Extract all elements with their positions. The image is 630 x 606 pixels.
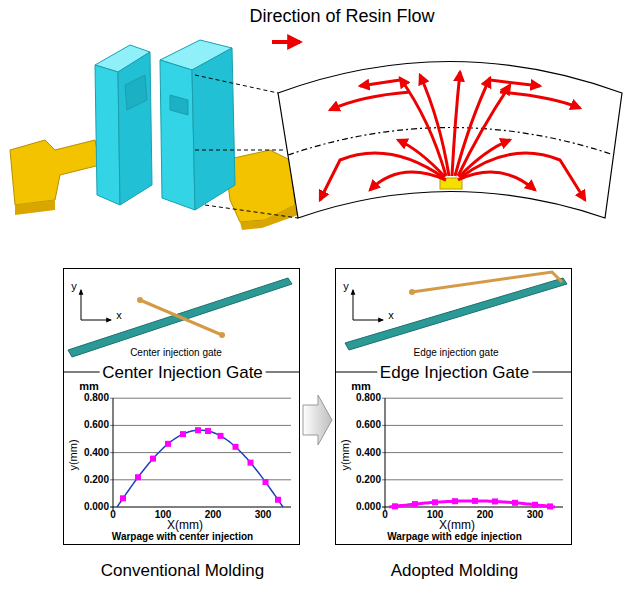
- tick-label: 0.600: [356, 420, 381, 432]
- unit-label: mm: [351, 380, 371, 393]
- tick-label: 0.200: [356, 474, 381, 486]
- axis-title: y(mm): [339, 439, 352, 470]
- tick-label: 0.000: [84, 501, 109, 513]
- axis-title: y(mm): [67, 439, 80, 470]
- axis-title: X(mm): [439, 519, 475, 533]
- panel-heading: Center Injection Gate: [99, 363, 266, 383]
- tick-label: 0.800: [356, 392, 381, 404]
- block-arrow: [303, 395, 332, 445]
- unit-label: mm: [79, 380, 99, 393]
- tick-label: 0.200: [84, 474, 109, 486]
- axis-letter: x: [388, 309, 394, 322]
- tick-label: 300: [255, 509, 272, 521]
- gate-note: Center injection gate: [130, 347, 222, 359]
- gate-note: Edge injection gate: [413, 347, 498, 359]
- tick-label: 0: [382, 509, 388, 521]
- tick-label: 0.000: [356, 501, 381, 513]
- chart-title: Warpage with edge injection: [387, 531, 522, 543]
- zoomed-section: [278, 62, 622, 219]
- tick-label: 0.800: [84, 392, 109, 404]
- chart-title: Warpage with center injection: [112, 531, 253, 543]
- resin-flow-arrows: [320, 72, 585, 200]
- tick-label: 0.400: [356, 447, 381, 459]
- mold-block: [95, 40, 235, 210]
- panel-caption: Conventional Molding: [101, 561, 265, 581]
- panel-heading: Edge Injection Gate: [377, 363, 532, 383]
- tick-label: 0.400: [84, 447, 109, 459]
- tick-label: 200: [205, 509, 222, 521]
- flow-arrow-sample: [272, 40, 300, 44]
- axis-letter: x: [116, 309, 122, 322]
- molded-part: [10, 140, 298, 230]
- panel-art: [63, 272, 572, 372]
- axis-letter: y: [71, 280, 77, 293]
- tick-label: 0.600: [84, 420, 109, 432]
- warpage-chart: [110, 398, 563, 510]
- axis-letter: y: [343, 280, 349, 293]
- tick-label: 200: [477, 509, 494, 521]
- tick-label: 0: [110, 509, 116, 521]
- legend-text: Direction of Resin Flow: [249, 6, 434, 27]
- panel-caption: Adopted Molding: [391, 561, 519, 581]
- axis-title: X(mm): [167, 519, 203, 533]
- tick-label: 300: [527, 509, 544, 521]
